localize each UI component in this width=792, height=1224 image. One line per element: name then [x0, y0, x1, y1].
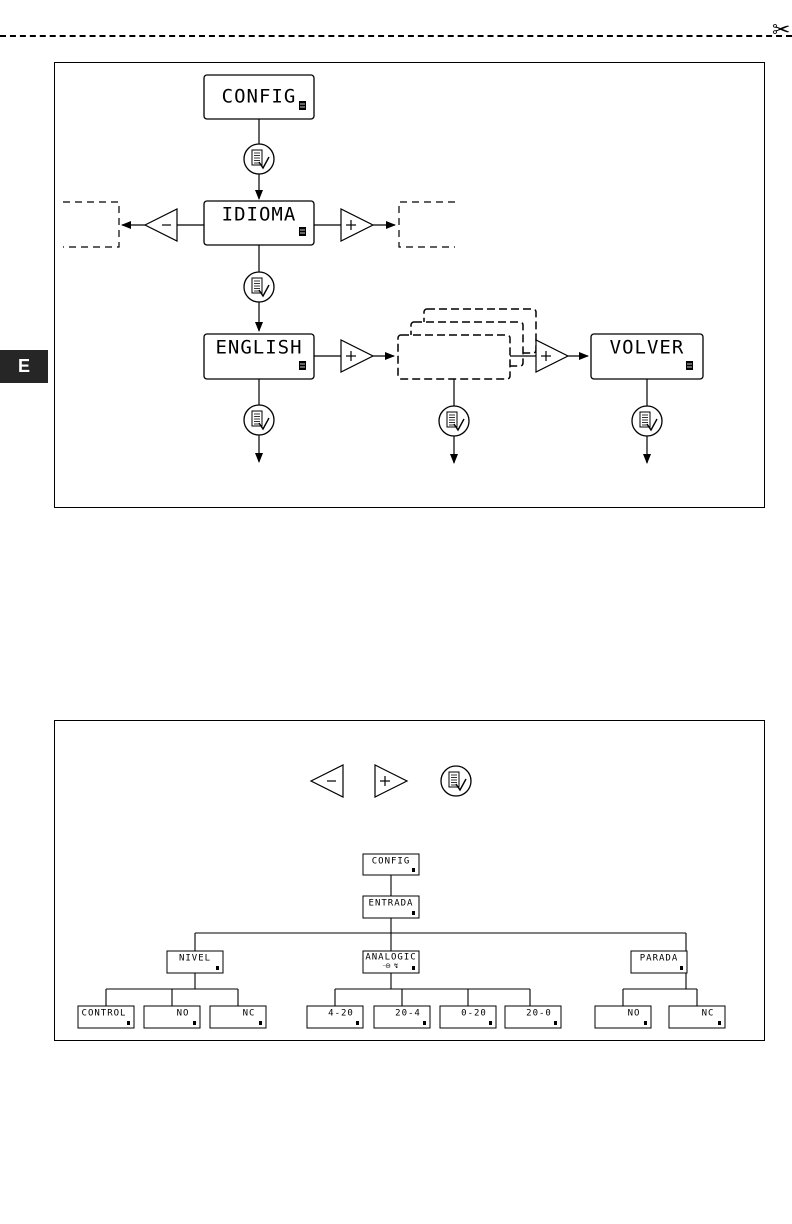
language-tab-label: E	[18, 356, 30, 377]
node-config: CONFIG	[363, 854, 419, 875]
next-option-box	[399, 202, 455, 247]
idioma-display: IDIOMA	[204, 201, 314, 245]
leaf-4-20-text: 4-20	[328, 1009, 354, 1019]
node-config-text: CONFIG	[372, 857, 411, 867]
leaf-20-4: 20-4	[374, 1006, 430, 1028]
node-entrada: ENTRADA	[363, 896, 419, 918]
node-parada-text: PARADA	[640, 954, 679, 964]
leaf-control: CONTROL	[78, 1006, 134, 1028]
minus-key-icon	[311, 765, 343, 797]
leaf-20-0: 20-0	[505, 1006, 561, 1028]
plus-key-icon	[536, 340, 568, 372]
english-display-text: ENGLISH	[215, 337, 302, 359]
leaf-0-20-text: 0-20	[461, 1009, 487, 1019]
enter-key-icon	[441, 766, 471, 796]
node-nivel: NIVEL	[167, 951, 223, 973]
node-entrada-text: ENTRADA	[369, 899, 414, 909]
plus-key-icon	[341, 340, 373, 372]
volver-display: VOLVER	[591, 334, 703, 379]
idioma-display-text: IDIOMA	[222, 204, 297, 226]
language-tab: E	[0, 350, 48, 383]
node-analogic: ANALOGIC ·⊖ ↯	[363, 951, 419, 973]
tree-connectors	[106, 875, 697, 1006]
plus-key-icon	[341, 209, 373, 241]
previous-option-box	[63, 202, 119, 247]
leaf-20-0-text: 20-0	[526, 1009, 552, 1019]
language-menu-diagram: CONFIG IDIOMA	[54, 62, 765, 508]
leaf-4-20: 4-20	[307, 1006, 363, 1028]
english-display: ENGLISH	[204, 334, 314, 379]
language-menu-svg: CONFIG IDIOMA	[55, 63, 764, 507]
analog-symbols-icon: ·⊖ ↯	[383, 962, 399, 970]
enter-key-icon	[244, 405, 274, 435]
config-display-text: CONFIG	[222, 86, 297, 108]
menu-indicator-icon	[299, 227, 306, 236]
leaf-parada-no-text: NO	[628, 1009, 641, 1019]
enter-key-icon	[439, 406, 469, 436]
leaf-20-4-text: 20-4	[395, 1009, 421, 1019]
menu-tree-diagram: CONFIG ENTRADA NIVEL ANALOGIC ·⊖ ↯ PARAD…	[54, 720, 765, 1041]
node-parada: PARADA	[631, 951, 687, 973]
leaf-parada-no: NO	[595, 1006, 651, 1028]
leaf-parada-nc-text: NC	[702, 1009, 715, 1019]
enter-key-icon	[244, 144, 274, 174]
scissors-icon: ✂	[772, 20, 790, 42]
menu-indicator-icon	[686, 361, 693, 370]
config-display: CONFIG	[204, 75, 314, 119]
plus-key-icon	[375, 765, 407, 797]
leaf-0-20: 0-20	[440, 1006, 496, 1028]
node-analogic-text: ANALOGIC	[365, 953, 416, 963]
menu-indicator-icon	[299, 101, 306, 110]
leaf-nivel-nc: NC	[210, 1006, 266, 1028]
menu-indicator-icon	[299, 361, 306, 370]
node-nivel-text: NIVEL	[179, 954, 211, 964]
enter-key-icon	[632, 406, 662, 436]
leaf-parada-nc: NC	[669, 1006, 725, 1028]
enter-key-icon	[244, 272, 274, 302]
minus-key-icon	[145, 209, 177, 241]
leaf-nivel-no-text: NO	[177, 1009, 190, 1019]
menu-tree-svg: CONFIG ENTRADA NIVEL ANALOGIC ·⊖ ↯ PARAD…	[55, 721, 764, 1040]
other-languages-stack	[398, 309, 536, 379]
leaf-nivel-nc-text: NC	[243, 1009, 256, 1019]
volver-display-text: VOLVER	[610, 337, 685, 359]
leaf-nivel-no: NO	[144, 1006, 200, 1028]
cut-line	[0, 35, 792, 37]
leaf-control-text: CONTROL	[82, 1009, 127, 1019]
